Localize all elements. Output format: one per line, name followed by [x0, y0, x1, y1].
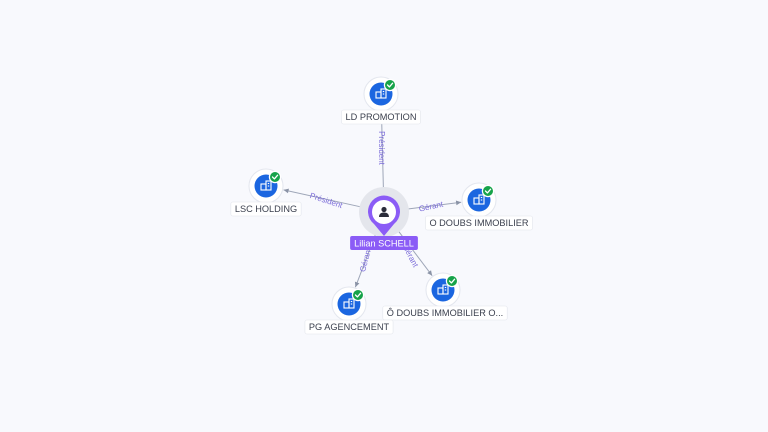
company-label[interactable]: Ô DOUBS IMMOBILIER O...: [382, 305, 508, 321]
edge-line: [283, 189, 365, 209]
company-label[interactable]: PG AGENCEMENT: [304, 319, 394, 335]
person-label-background: [350, 236, 418, 250]
label-background: [304, 319, 394, 335]
edge-o-doubs-immobilier-o: Gérant: [395, 227, 433, 276]
arrow-head: [354, 281, 360, 288]
edge-line: [403, 201, 462, 210]
company-label[interactable]: LD PROMOTION: [341, 109, 421, 125]
building-icon: [437, 284, 449, 295]
company-name: LD PROMOTION: [346, 112, 417, 122]
person-icon: [379, 206, 389, 217]
company-node-pg-agencement[interactable]: PG AGENCEMENT: [304, 286, 394, 335]
company-node-o-doubs-immobilier[interactable]: O DOUBS IMMOBILIER: [425, 182, 533, 231]
label-background: [425, 215, 533, 231]
company-name: PG AGENCEMENT: [309, 322, 390, 332]
building-icon: [343, 298, 355, 309]
person-label[interactable]: Lilian SCHELL: [350, 236, 418, 250]
arrow-head: [455, 200, 462, 206]
person-name: Lilian SCHELL: [354, 238, 414, 248]
edge-line: [395, 227, 433, 276]
edge-line: [380, 111, 384, 193]
company-node-lsc-holding[interactable]: LSC HOLDING: [230, 168, 302, 217]
arrow-head: [427, 270, 433, 276]
verified-check-icon: [268, 170, 282, 184]
verified-check-icon: [351, 288, 365, 302]
building-icon: [375, 88, 387, 99]
arrow-head: [283, 188, 289, 194]
label-background: [382, 305, 508, 321]
company-name: LSC HOLDING: [235, 204, 297, 214]
company-node-ld-promotion[interactable]: LD PROMOTION: [341, 76, 421, 125]
edge-role-label: Gérant: [358, 246, 373, 273]
company-name: O DOUBS IMMOBILIER: [429, 218, 528, 228]
edge-role-label: Président: [309, 191, 345, 210]
company-name: Ô DOUBS IMMOBILIER O...: [387, 308, 503, 318]
edge-role-label: Président: [377, 131, 386, 166]
verified-check-icon: [445, 274, 459, 288]
label-background: [230, 201, 302, 217]
company-label[interactable]: LSC HOLDING: [230, 201, 302, 217]
edge-role-label: Gérant: [418, 200, 445, 214]
edge-o-doubs-immobilier: Gérant: [403, 200, 462, 214]
building-icon: [473, 194, 485, 205]
label-background: [341, 109, 421, 125]
verified-check-icon: [383, 78, 397, 92]
company-node-o-doubs-immobilier-o[interactable]: Ô DOUBS IMMOBILIER O...: [382, 272, 508, 321]
building-icon: [260, 180, 272, 191]
company-label[interactable]: O DOUBS IMMOBILIER: [425, 215, 533, 231]
person-node[interactable]: Lilian SCHELL: [350, 187, 418, 250]
verified-check-icon: [481, 184, 495, 198]
